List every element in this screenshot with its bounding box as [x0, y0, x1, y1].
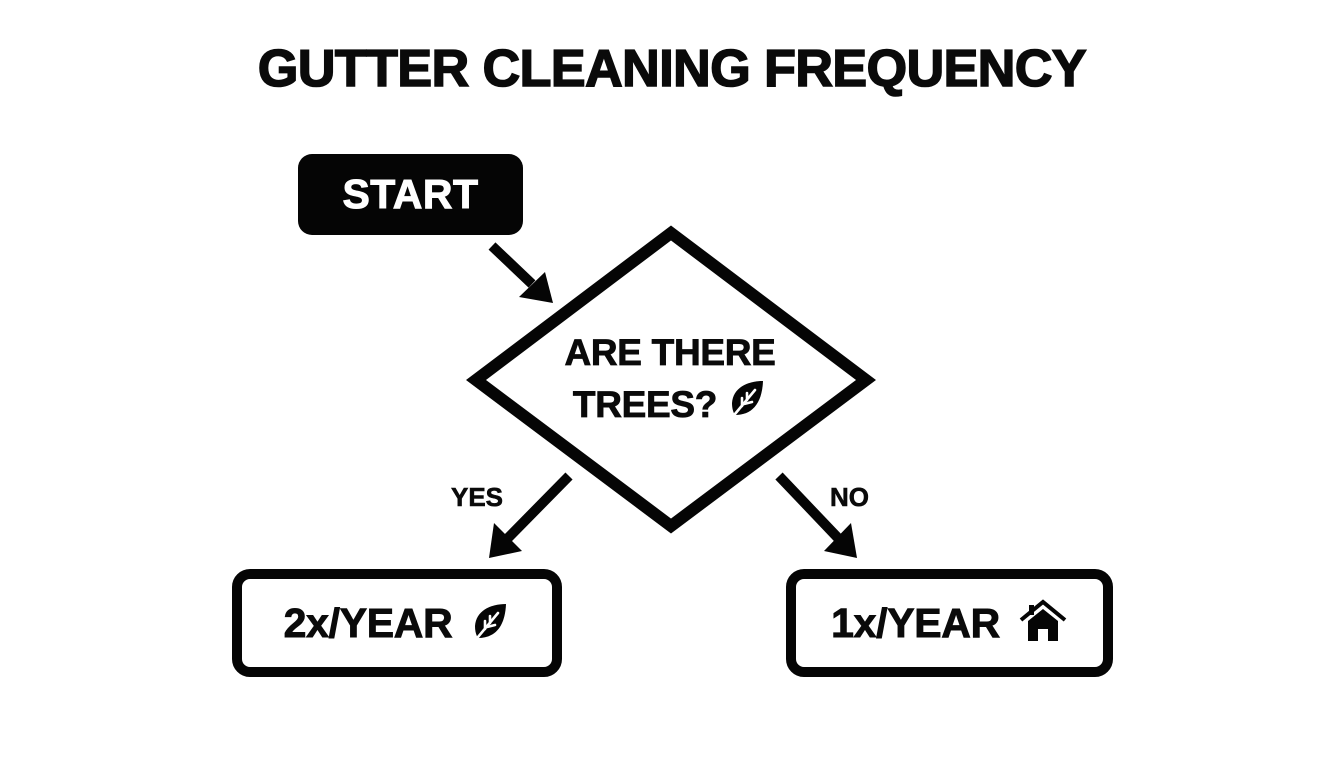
decision-diamond	[466, 225, 876, 534]
arrow-yes	[489, 472, 573, 558]
result-no-label: 1x/YEAR	[831, 599, 1001, 646]
no-label: NO	[830, 482, 870, 513]
diagram-title: GUTTER CLEANING FREQUENCY	[257, 39, 1087, 99]
start-node: START	[298, 154, 523, 235]
result-yes-label: 2x/YEAR	[283, 599, 453, 646]
house-icon	[1018, 598, 1068, 648]
result-no-node: 1x/YEAR	[786, 569, 1113, 677]
decision-line1: ARE THERE	[564, 332, 776, 374]
result-yes-node: 2x/YEAR	[232, 569, 562, 677]
arrow-no	[775, 472, 857, 558]
decision-question: ARE THERE TREES?	[520, 328, 820, 431]
yes-label: YES	[451, 482, 504, 513]
leaf-icon	[727, 378, 767, 431]
arrow-start-to-decision	[488, 242, 553, 303]
start-label: START	[342, 171, 479, 218]
leaf-icon	[470, 601, 510, 646]
decision-line2: TREES?	[572, 383, 718, 425]
